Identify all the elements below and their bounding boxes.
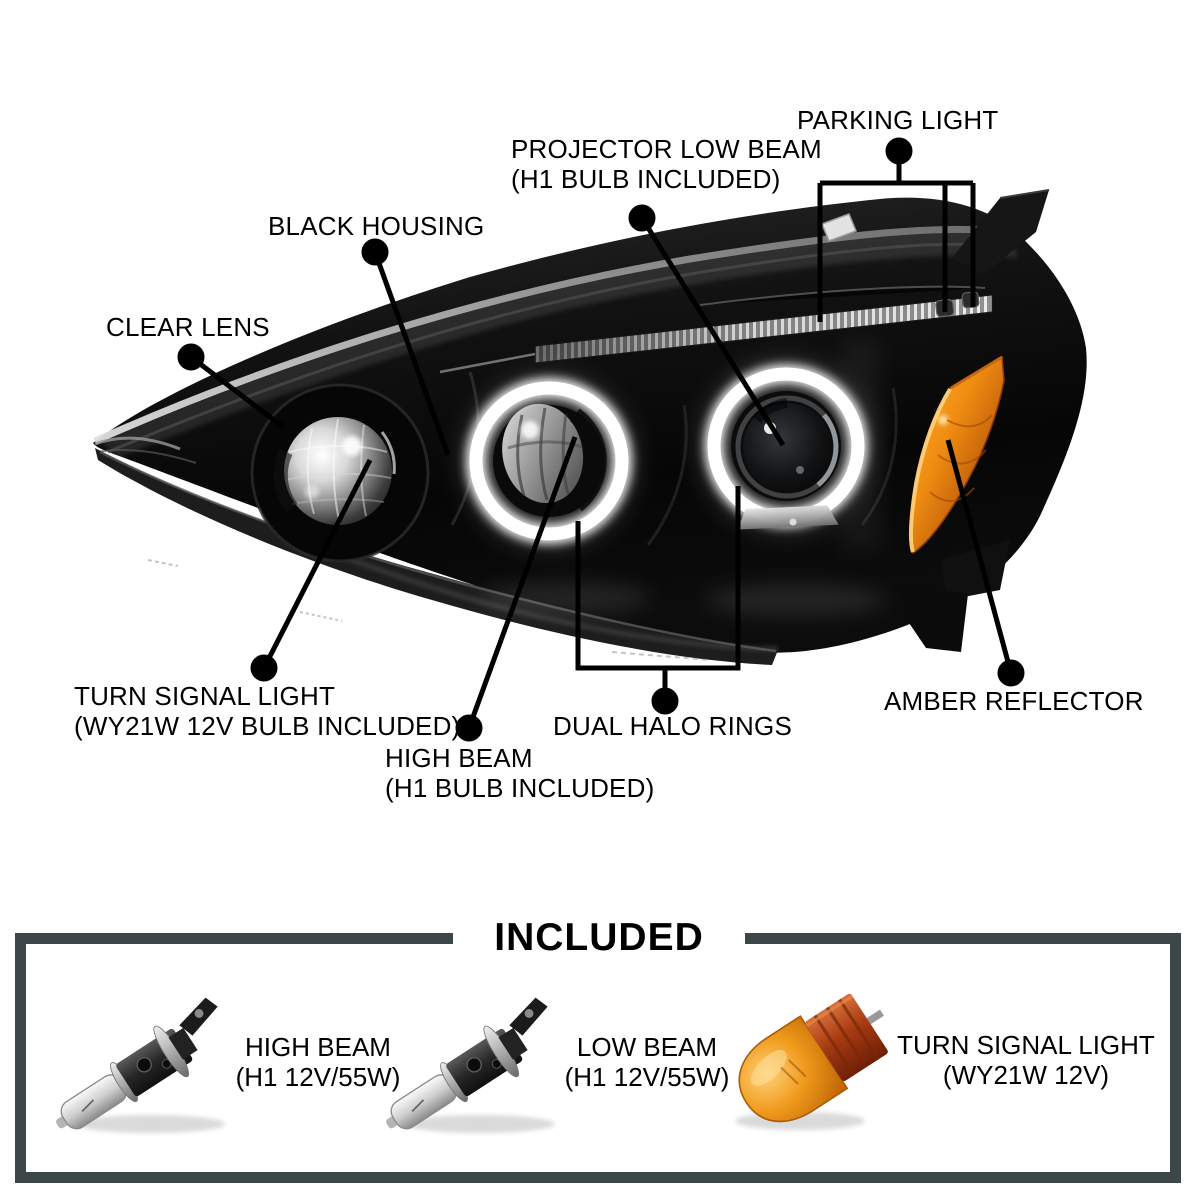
callout-line-clear-lens (177, 343, 285, 429)
low-beam-projector (694, 354, 878, 538)
callout-line-amber-reflector (945, 439, 1025, 687)
included-item-low-beam: LOW BEAM (H1 12V/55W) (497, 1032, 797, 1092)
mounting-tab (821, 213, 857, 242)
label-line: TURN SIGNAL LIGHT (74, 681, 336, 711)
item-line: (H1 12V/55W) (235, 1062, 401, 1092)
callout-line-projector-low-beam (628, 204, 786, 447)
label-amber-reflector: AMBER REFLECTOR (884, 686, 1144, 716)
label-dual-halo-rings: DUAL HALO RINGS (553, 711, 792, 741)
label-line: PROJECTOR LOW BEAM (511, 134, 822, 164)
turn-signal-lamp (250, 383, 430, 563)
callout-line-black-housing (361, 238, 451, 456)
included-item-turn-signal: TURN SIGNAL LIGHT (WY21W 12V) (876, 1030, 1176, 1090)
callout-line-high-beam (455, 436, 578, 742)
label-line: (H1 BULB INCLUDED) (511, 164, 781, 194)
label-parking-light: PARKING LIGHT (797, 105, 999, 135)
box-title-gap (453, 931, 745, 947)
label-line: (WY21W 12V BULB INCLUDED) (74, 711, 461, 741)
label-line: BLACK HOUSING (268, 211, 485, 241)
callout-line-parking-light (817, 137, 976, 322)
item-line: (H1 12V/55W) (564, 1062, 730, 1092)
label-black-housing: BLACK HOUSING (268, 211, 484, 241)
label-clear-lens: CLEAR LENS (106, 312, 270, 342)
lens-markings (147, 559, 711, 661)
mounting-fin (952, 190, 1049, 274)
included-item-high-beam: HIGH BEAM (H1 12V/55W) (168, 1032, 468, 1092)
amber-reflector-shape (908, 355, 1005, 555)
housing-body (93, 197, 1087, 653)
label-line: DUAL HALO RINGS (553, 711, 792, 741)
item-line: TURN SIGNAL LIGHT (897, 1030, 1155, 1060)
label-turn-signal-light: TURN SIGNAL LIGHT (WY21W 12V BULB INCLUD… (74, 681, 460, 741)
callout-line-turn-signal (250, 458, 373, 682)
item-line: HIGH BEAM (245, 1032, 391, 1062)
parking-light-openings (935, 291, 980, 318)
included-box-title: INCLUDED (494, 916, 704, 959)
label-line: CLEAR LENS (106, 312, 270, 342)
high-beam-lamp (457, 369, 641, 553)
label-line: HIGH BEAM (385, 743, 533, 773)
label-line: PARKING LIGHT (797, 105, 999, 135)
label-high-beam: HIGH BEAM (H1 BULB INCLUDED) (385, 743, 654, 803)
callout-line-dual-halo (575, 486, 741, 715)
label-line: AMBER REFLECTOR (884, 686, 1144, 716)
ribbed-strip (439, 285, 993, 374)
label-projector-low-beam: PROJECTOR LOW BEAM (H1 BULB INCLUDED) (511, 134, 822, 194)
headlight-photo (93, 189, 1087, 665)
item-line: (WY21W 12V) (942, 1060, 1110, 1090)
item-line: LOW BEAM (576, 1032, 718, 1062)
label-line: (H1 BULB INCLUDED) (385, 773, 655, 803)
